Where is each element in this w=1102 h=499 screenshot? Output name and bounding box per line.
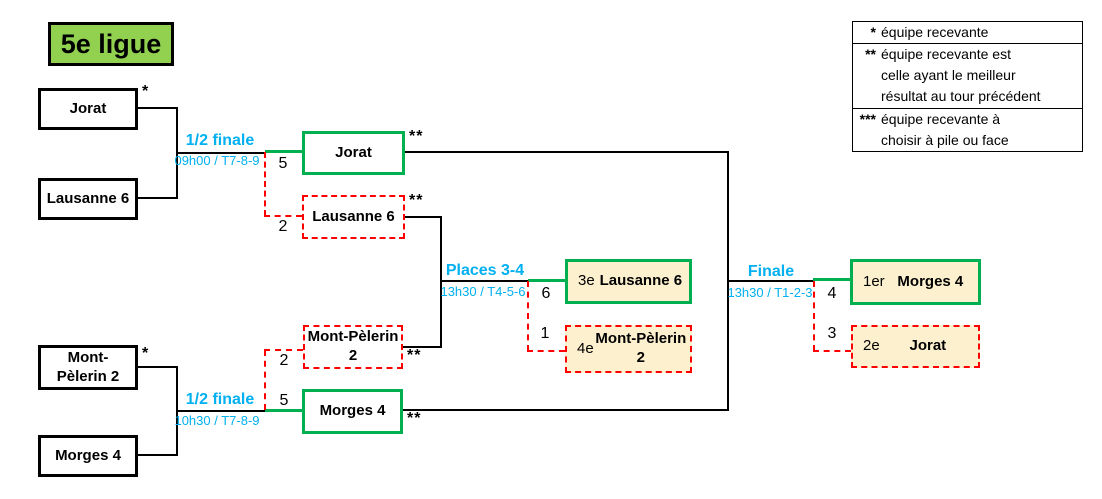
legend-marker-1: * (870, 24, 876, 40)
loser-line (813, 350, 851, 352)
loser-line (527, 281, 529, 351)
league-title-box: 5e ligue (48, 22, 174, 66)
place4-rank: 4e (577, 339, 594, 357)
team-box-montpelerin2-round1: Mont-Pèlerin 2 (38, 345, 138, 390)
semifinal1-label: 1/2 finale (185, 132, 255, 149)
semifinal1-time: 09h00 / T7-8-9 (174, 153, 260, 168)
semifinal2-time: 10h30 / T7-8-9 (174, 413, 260, 428)
home-marker-montpelerin2-round1: * (142, 345, 150, 362)
place1-box: 1er Morges 4 (850, 259, 981, 305)
place2-box: 2e Jorat (851, 325, 980, 368)
semifinal1-loser-box: Lausanne 6 (302, 195, 405, 239)
place2-rank: 2e (863, 337, 880, 355)
place1-team: Morges 4 (897, 272, 964, 290)
place3-team: Lausanne 6 (599, 272, 683, 290)
bracket-line (403, 409, 727, 411)
legend-row-coin-toss: *** équipe recevante à choisir à pile ou… (853, 108, 1082, 151)
league-title: 5e ligue (60, 28, 162, 59)
loser-line (264, 152, 266, 216)
place2-score: 3 (827, 325, 837, 342)
place3-score: 6 (541, 285, 551, 302)
semifinal2-loser-score: 2 (279, 352, 289, 369)
legend: * équipe recevante ** équipe recevante e… (852, 21, 1083, 152)
bracket-line (138, 366, 176, 368)
bracket-line (405, 151, 727, 153)
loser-line (264, 350, 266, 410)
loser-line (264, 215, 302, 217)
semifinal1-loser-marker: ** (409, 192, 424, 209)
semifinal2-winner-marker: ** (407, 410, 422, 427)
bracket-line (138, 197, 176, 199)
semifinal1-winner-box: Jorat (302, 131, 405, 175)
home-marker-jorat-round1: * (142, 83, 150, 100)
places34-label: Places 3-4 (445, 262, 525, 279)
bracket-line (138, 454, 176, 456)
team-box-morges4-round1: Morges 4 (38, 435, 138, 477)
places34-time: 13h30 / T4-5-6 (440, 284, 526, 299)
place1-score: 4 (827, 285, 837, 302)
bracket-line (405, 216, 440, 218)
semifinal2-loser-box: Mont-Pèlerin 2 (303, 325, 403, 369)
bracket-line (440, 280, 528, 282)
winner-line (813, 278, 850, 281)
winner-line (265, 409, 302, 412)
legend-text-3: équipe recevante à choisir à pile ou fac… (881, 111, 1009, 148)
bracket-line (176, 410, 265, 412)
semifinal2-winner-box: Morges 4 (302, 389, 403, 434)
place4-box: 4e Mont-Pèlerin 2 (565, 325, 692, 373)
legend-row-best-result: ** équipe recevante est celle ayant le m… (853, 43, 1082, 108)
finale-label: Finale (747, 263, 795, 280)
legend-text-1: équipe recevante (881, 24, 989, 40)
winner-line (528, 279, 565, 282)
semifinal1-winner-score: 5 (278, 155, 288, 172)
bracket-line (176, 152, 265, 154)
loser-line (264, 349, 303, 351)
loser-line (527, 350, 565, 352)
place4-score: 1 (540, 325, 550, 342)
semifinal1-winner-marker: ** (409, 128, 424, 145)
semifinal2-label: 1/2 finale (185, 391, 255, 408)
bracket-line (138, 107, 176, 109)
loser-line (813, 281, 815, 351)
place3-rank: 3e (578, 272, 595, 290)
winner-line (265, 150, 302, 153)
team-box-jorat-round1: Jorat (38, 88, 138, 130)
semifinal2-winner-score: 5 (279, 392, 289, 409)
semifinal1-loser-score: 2 (278, 218, 288, 235)
finale-time: 13h30 / T1-2-3 (727, 285, 813, 300)
legend-marker-2: ** (865, 46, 876, 62)
semifinal2-loser-marker: ** (407, 347, 422, 364)
bracket-line (727, 280, 813, 282)
place4-team: Mont-Pèlerin 2 (595, 330, 687, 366)
legend-text-2: équipe recevante est celle ayant le meil… (881, 46, 1041, 104)
place1-rank: 1er (863, 272, 885, 290)
bracket-line (403, 346, 440, 348)
place3-box: 3e Lausanne 6 (565, 259, 692, 304)
legend-row-home: * équipe recevante (853, 22, 1082, 43)
place2-team: Jorat (909, 337, 947, 355)
legend-marker-3: *** (859, 111, 876, 127)
team-box-lausanne6-round1: Lausanne 6 (38, 178, 138, 220)
bracket-line (440, 216, 442, 348)
